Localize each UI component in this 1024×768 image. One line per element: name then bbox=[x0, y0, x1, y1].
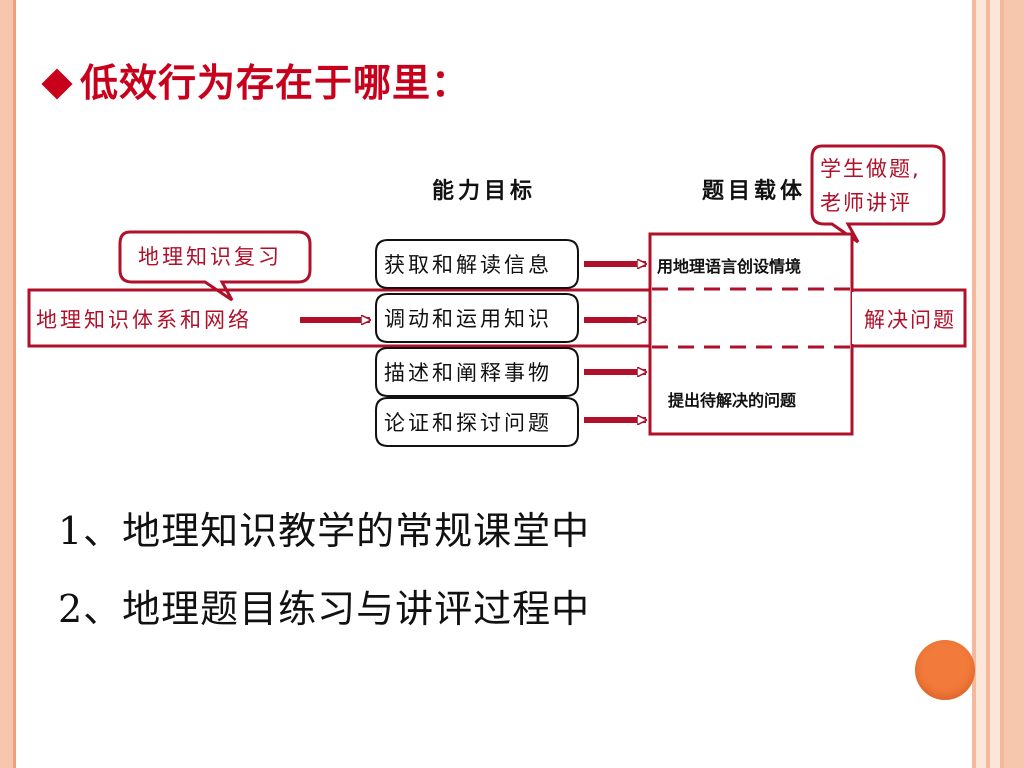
carrier-bottom-text: 提出待解决的问题 bbox=[668, 391, 797, 410]
bubble-student-line2: 老师讲评 bbox=[820, 191, 912, 215]
frame-right-stripes bbox=[972, 0, 1024, 768]
ability-capsule: 获取和解读信息 bbox=[375, 239, 579, 289]
ability-label: 调动和运用知识 bbox=[384, 307, 552, 331]
right-label-text-2: 解决问题 bbox=[864, 308, 956, 332]
frame-left-line bbox=[13, 0, 16, 768]
header-ability: 能力目标 bbox=[432, 178, 536, 204]
frame-left-border bbox=[0, 0, 13, 768]
ability-capsule: 调动和运用知识 bbox=[375, 293, 579, 343]
ability-diagram: 能力目标 题目载体 地理知识复习 学生做题, 老师讲评 地理知识体系和网络 解决… bbox=[27, 144, 967, 447]
left-box-text: 地理知识体系和网络 bbox=[36, 308, 252, 332]
knowledge-band bbox=[27, 288, 967, 348]
ability-capsule: 论证和探讨问题 bbox=[375, 397, 579, 447]
header-carrier: 题目载体 bbox=[702, 178, 806, 204]
ability-capsule: 描述和阐释事物 bbox=[375, 347, 579, 397]
carrier-top-text: 用地理语言创设情境 bbox=[657, 257, 801, 276]
point-line-1: 1、地理知识教学的常规课堂中 bbox=[58, 509, 591, 553]
slide-title-text: 低效行为存在于哪里： bbox=[80, 61, 471, 105]
ability-label: 获取和解读信息 bbox=[384, 253, 552, 277]
point-line-2: 2、地理题目练习与讲评过程中 bbox=[58, 587, 591, 631]
ability-label: 论证和探讨问题 bbox=[384, 411, 552, 435]
decorative-circle bbox=[915, 640, 975, 700]
slide-title: 低效行为存在于哪里： bbox=[40, 52, 470, 107]
bubble-review-text: 地理知识复习 bbox=[138, 245, 282, 269]
bubble-student-line1: 学生做题, bbox=[820, 157, 921, 181]
ability-label: 描述和阐释事物 bbox=[384, 361, 552, 385]
